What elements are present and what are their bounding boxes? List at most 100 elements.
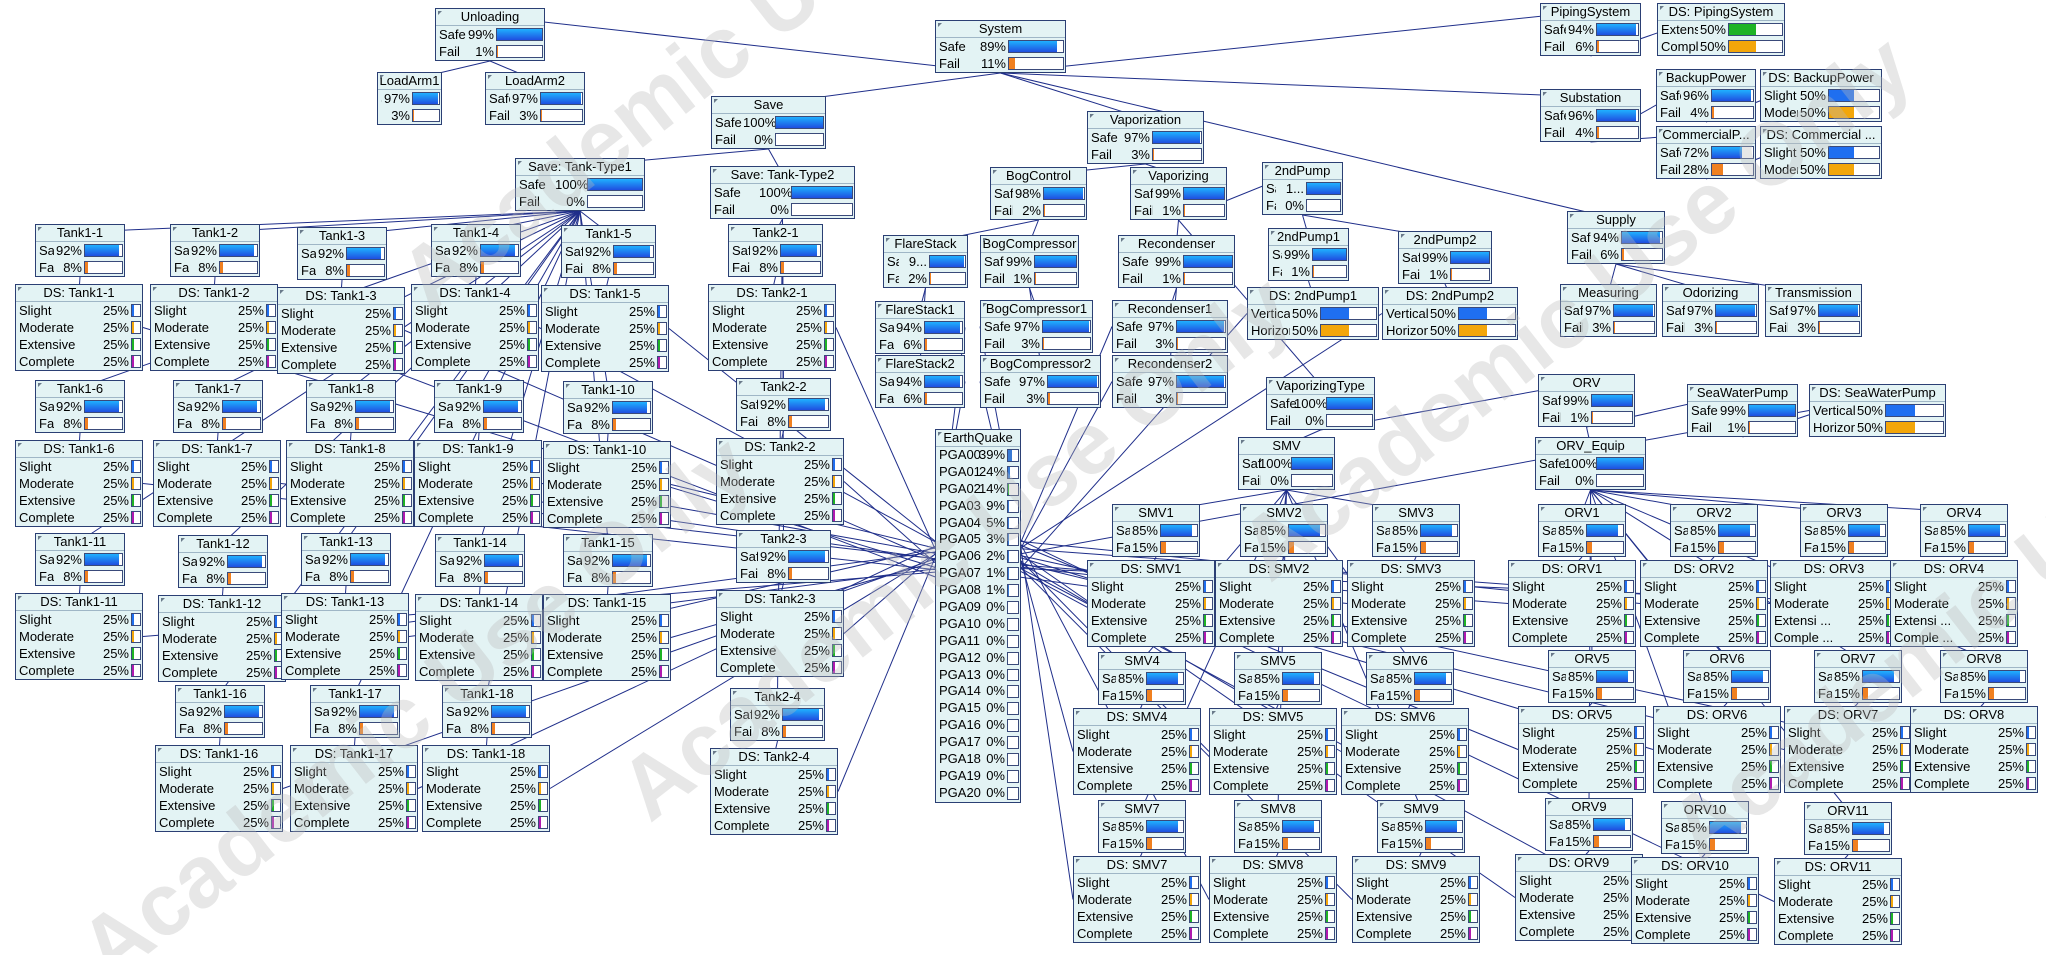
node-ds-tank1-12[interactable]: DS: Tank1-12Slight25%Moderate25%Extensiv… [158, 595, 286, 682]
node-orv6[interactable]: ORV6Safe85%Fail15% [1683, 650, 1771, 703]
node-ds-seawaterpump[interactable]: DS: SeaWaterPumpVertical50%Horizontal50% [1809, 384, 1946, 437]
node-ds-tank1-3[interactable]: DS: Tank1-3Slight25%Moderate25%Extensive… [277, 287, 405, 374]
node-smv3[interactable]: SMV3Safe85%Fail15% [1372, 504, 1460, 557]
node-smv6[interactable]: SMV6Safe85%Fail15% [1366, 652, 1454, 705]
node-tank1-11[interactable]: Tank1-11Safe92%Fail8% [35, 533, 125, 586]
node-orv11[interactable]: ORV11Safe85%Fail15% [1804, 802, 1892, 855]
node-ds-orv7[interactable]: DS: ORV7Slight25%Moderate25%Extensive25%… [1784, 706, 1912, 793]
node-tank1-3[interactable]: Tank1-3Safe92%Fail8% [297, 227, 387, 280]
node-orv4[interactable]: ORV4Safe85%Fail15% [1920, 504, 2008, 557]
node-smv7[interactable]: SMV7Safe85%Fail15% [1098, 800, 1186, 853]
node-ds-pipingsystem[interactable]: DS: PipingSystemExtensive50%Complete50% [1657, 3, 1785, 56]
node-smv9[interactable]: SMV9Safe85%Fail15% [1377, 800, 1465, 853]
node-tank1-5[interactable]: Tank1-5Safe92%Fail8% [561, 225, 656, 278]
node-orv2[interactable]: ORV2Safe85%Fail15% [1670, 504, 1758, 557]
node-ds-smv4[interactable]: DS: SMV4Slight25%Moderate25%Extensive25%… [1073, 708, 1201, 795]
node-ds-tank1-17[interactable]: DS: Tank1-17Slight25%Moderate25%Extensiv… [290, 745, 418, 832]
node-ds-tank1-18[interactable]: DS: Tank1-18Slight25%Moderate25%Extensiv… [422, 745, 550, 832]
node-bogcompressor2[interactable]: BogCompressor2Safe97%Fail3% [980, 355, 1101, 408]
node-earthquake[interactable]: EarthQuakePGA0039%PGA0124%PGA0214%PGA039… [935, 429, 1021, 803]
node-ds-tank1-7[interactable]: DS: Tank1-7Slight25%Moderate25%Extensive… [153, 440, 281, 527]
node-ds-backuppower[interactable]: DS: BackupPowerSlight50%Moderate50% [1760, 69, 1882, 122]
node-odorizing[interactable]: OdorizingSafe97%Fail3% [1662, 284, 1759, 337]
node-smv2[interactable]: SMV2Safe85%Fail15% [1240, 504, 1328, 557]
node-tank1-17[interactable]: Tank1-17Safe92%Fail8% [310, 685, 400, 738]
node-ds-tank1-1[interactable]: DS: Tank1-1Slight25%Moderate25%Extensive… [15, 284, 143, 371]
node-ds-tank1-6[interactable]: DS: Tank1-6Slight25%Moderate25%Extensive… [15, 440, 143, 527]
node-ds-smv1[interactable]: DS: SMV1Slight25%Moderate25%Extensive25%… [1087, 560, 1215, 647]
node-2ndpump[interactable]: 2ndPumpSafe1...Fail0% [1262, 162, 1343, 215]
node-tank1-10[interactable]: Tank1-10Safe92%Fail8% [563, 381, 653, 434]
node-ds-smv5[interactable]: DS: SMV5Slight25%Moderate25%Extensive25%… [1209, 708, 1337, 795]
node-vaporization[interactable]: VaporizationSafe97%Fail3% [1087, 111, 1204, 164]
node-ds-orv6[interactable]: DS: ORV6Slight25%Moderate25%Extensive25%… [1653, 706, 1781, 793]
node-tank1-15[interactable]: Tank1-15Safe92%Fail8% [563, 534, 653, 587]
node-flarestack[interactable]: FlareStackSafe9...Fail2% [883, 235, 968, 288]
node-save[interactable]: SaveSafe100%Fail0% [711, 96, 826, 149]
node-ds-tank2-1[interactable]: DS: Tank2-1Slight25%Moderate25%Extensive… [708, 284, 836, 371]
node-2ndpump1[interactable]: 2ndPump1Safe99%Fail1% [1268, 228, 1349, 281]
node-ds-smv7[interactable]: DS: SMV7Slight25%Moderate25%Extensive25%… [1073, 856, 1201, 943]
node-tank1-2[interactable]: Tank1-2Safe92%Fail8% [170, 224, 260, 277]
node-smv8[interactable]: SMV8Safe85%Fail15% [1234, 800, 1322, 853]
node-tank1-6[interactable]: Tank1-6Safe92%Fail8% [35, 380, 125, 433]
node-smv[interactable]: SMVSafe100%Fail0% [1238, 437, 1335, 490]
node-tank1-12[interactable]: Tank1-12Safe92%Fail8% [178, 535, 268, 588]
node-ds-orv3[interactable]: DS: ORV3Slight25%Moderate25%Extensi ...2… [1770, 560, 1898, 647]
node-pipingsystem[interactable]: PipingSystemSafe94%Fail6% [1540, 3, 1641, 56]
node-flarestack1[interactable]: FlareStack1Safe94%Fail6% [875, 301, 965, 354]
node-ds-orv5[interactable]: DS: ORV5Slight25%Moderate25%Extensive25%… [1518, 706, 1646, 793]
node-ds-smv3[interactable]: DS: SMV3Slight25%Moderate25%Extensive25%… [1347, 560, 1475, 647]
node-supply[interactable]: SupplySafe94%Fail6% [1567, 211, 1665, 264]
node-ds-tank1-9[interactable]: DS: Tank1-9Slight25%Moderate25%Extensive… [414, 440, 542, 527]
node-ds-tank2-4[interactable]: DS: Tank2-4Slight25%Moderate25%Extensive… [710, 748, 838, 835]
node-tank1-13[interactable]: Tank1-13Safe92%Fail8% [301, 533, 391, 586]
node-vaporizingtype[interactable]: VaporizingTypeSafe100%Fail0% [1266, 377, 1375, 430]
node-ds-orv4[interactable]: DS: ORV4Slight25%Moderate25%Extensi ...2… [1890, 560, 2018, 647]
node-ds-tank1-16[interactable]: DS: Tank1-16Slight25%Moderate25%Extensiv… [155, 745, 283, 832]
node-orv3[interactable]: ORV3Safe85%Fail15% [1800, 504, 1888, 557]
node-recondenser1[interactable]: Recondenser1Safe97%Fail3% [1112, 300, 1228, 353]
node-tank1-8[interactable]: Tank1-8Safe92%Fail8% [306, 380, 396, 433]
node-ds-tank1-2[interactable]: DS: Tank1-2Slight25%Moderate25%Extensive… [150, 284, 278, 371]
node-tank2-2[interactable]: Tank2-2Safe92%Fail8% [736, 378, 831, 431]
node-save-tank-type1[interactable]: Save: Tank-Type1Safe100%Fail0% [515, 158, 645, 211]
node-bogcontrol[interactable]: BogControlSafe98%Fail2% [990, 167, 1087, 220]
node-vaporizing[interactable]: VaporizingSafe99%Fail1% [1130, 167, 1227, 220]
node-ds-smv2[interactable]: DS: SMV2Slight25%Moderate25%Extensive25%… [1215, 560, 1343, 647]
node-loadarm1[interactable]: LoadArm1Safe97%Fail3% [377, 72, 442, 125]
node-ds-orv8[interactable]: DS: ORV8Slight25%Moderate25%Extensive25%… [1910, 706, 2038, 793]
node-ds-orv1[interactable]: DS: ORV1Slight25%Moderate25%Extensive25%… [1508, 560, 1636, 647]
node-bogcompressor1[interactable]: BogCompressor1Safe97%Fail3% [980, 300, 1093, 353]
node-tank2-3[interactable]: Tank2-3Safe92%Fail8% [736, 530, 831, 583]
node-substation[interactable]: SubstationSafe96%Fail4% [1540, 89, 1641, 142]
node-flarestack2[interactable]: FlareStack2Safe94%Fail6% [875, 355, 965, 408]
node-unloading[interactable]: UnloadingSafe99%Fail1% [435, 8, 545, 61]
node-ds-orv2[interactable]: DS: ORV2Slight25%Moderate25%Extensive25%… [1640, 560, 1768, 647]
node-ds-tank1-14[interactable]: DS: Tank1-14Slight25%Moderate25%Extensiv… [415, 594, 543, 681]
node-ds-smv6[interactable]: DS: SMV6Slight25%Moderate25%Extensive25%… [1341, 708, 1469, 795]
node-orv7[interactable]: ORV7Safe85%Fail15% [1814, 650, 1902, 703]
node-ds-smv8[interactable]: DS: SMV8Slight25%Moderate25%Extensive25%… [1209, 856, 1337, 943]
node-ds-tank1-8[interactable]: DS: Tank1-8Slight25%Moderate25%Extensive… [286, 440, 414, 527]
node-backuppower[interactable]: BackupPowerSafe96%Fail4% [1656, 69, 1756, 122]
node-transmission[interactable]: TransmissionSafe97%Fail3% [1765, 284, 1862, 337]
node-ds-smv9[interactable]: DS: SMV9Slight25%Moderate25%Extensive25%… [1352, 856, 1480, 943]
node-save-tank-type2[interactable]: Save: Tank-Type2Safe100%Fail0% [710, 166, 855, 219]
node-orv9[interactable]: ORV9Safe85%Fail15% [1545, 798, 1633, 851]
node-ds-tank2-3[interactable]: DS: Tank2-3Slight25%Moderate25%Extensive… [716, 590, 844, 677]
node-ds-orv10[interactable]: DS: ORV10Slight25%Moderate25%Extensive25… [1631, 857, 1759, 944]
node-tank1-16[interactable]: Tank1-16Safe92%Fail8% [175, 685, 265, 738]
node-tank1-1[interactable]: Tank1-1Safe92%Fail8% [35, 224, 125, 277]
node-bogcompressor[interactable]: BogCompressorSafe99%Fail1% [980, 235, 1079, 288]
node-smv1[interactable]: SMV1Safe85%Fail15% [1112, 504, 1200, 557]
node-orv1[interactable]: ORV1Safe85%Fail15% [1538, 504, 1626, 557]
node-ds-orv9[interactable]: DS: ORV9Slight25%Moderate25%Extensive25%… [1515, 854, 1643, 941]
node-tank1-4[interactable]: Tank1-4Safe92%Fail8% [431, 224, 521, 277]
node-ds-commercial[interactable]: DS: Commercial ...Slight50%Moderate50% [1760, 126, 1882, 179]
node-ds-tank1-5[interactable]: DS: Tank1-5Slight25%Moderate25%Extensive… [541, 285, 669, 372]
node-system[interactable]: SystemSafe89%Fail11% [935, 20, 1066, 73]
node-ds-tank1-11[interactable]: DS: Tank1-11Slight25%Moderate25%Extensiv… [15, 593, 143, 680]
node-2ndpump2[interactable]: 2ndPump2Safe99%Fail1% [1398, 231, 1492, 284]
node-ds-2ndpump2[interactable]: DS: 2ndPump2Vertical50%Horizontal50% [1382, 287, 1518, 340]
